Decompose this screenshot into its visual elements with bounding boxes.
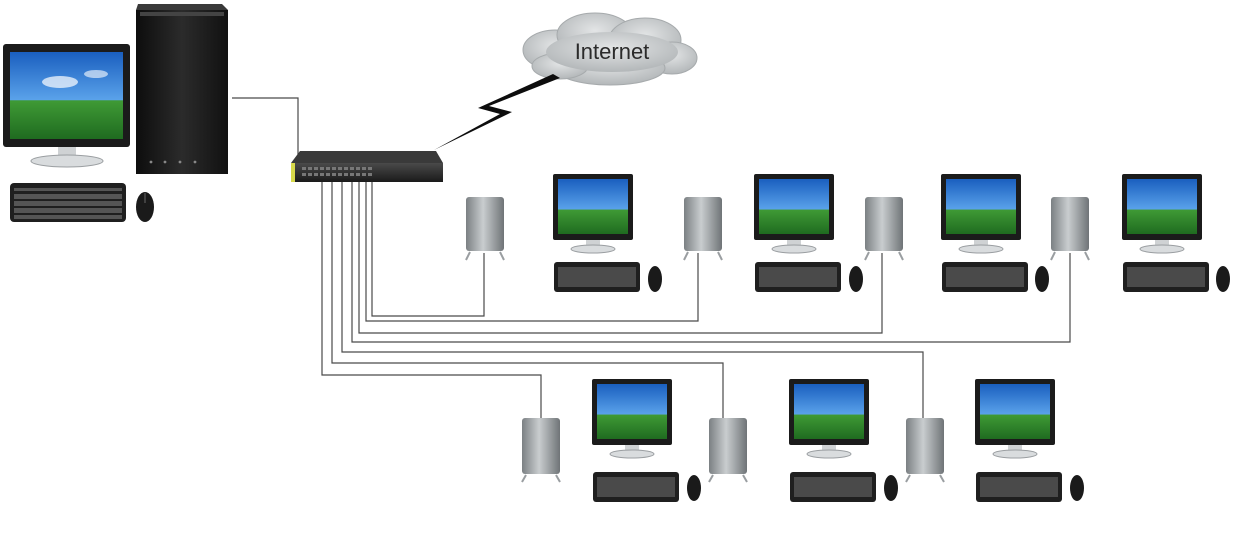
host-keyboard-icon bbox=[10, 183, 126, 222]
host-pc bbox=[3, 4, 228, 222]
keyboard-icon bbox=[976, 472, 1062, 502]
cable-bottom-1 bbox=[321, 182, 542, 418]
network-switch-icon bbox=[291, 151, 443, 182]
cable-top-2 bbox=[365, 182, 699, 322]
internet-label: Internet bbox=[575, 39, 650, 64]
keyboard-icon bbox=[1123, 262, 1209, 292]
cable-top-1 bbox=[371, 182, 485, 317]
thin-client-station-top-1 bbox=[465, 174, 662, 292]
cable-bottom-3 bbox=[341, 182, 924, 418]
host-monitor-icon bbox=[3, 44, 130, 168]
mouse-icon bbox=[1070, 475, 1084, 501]
lightning-bolt-icon bbox=[434, 74, 560, 150]
monitor-icon bbox=[941, 174, 1021, 254]
internet-cloud: Internet bbox=[522, 12, 698, 86]
keyboard-icon bbox=[554, 262, 640, 292]
keyboard-icon bbox=[755, 262, 841, 292]
thin-client-box-icon bbox=[905, 418, 945, 483]
monitor-icon bbox=[754, 174, 834, 254]
cable-top-3 bbox=[358, 182, 883, 334]
monitor-icon bbox=[553, 174, 633, 254]
keyboard-icon bbox=[593, 472, 679, 502]
thin-client-station-top-2 bbox=[683, 174, 863, 292]
host-mouse-icon bbox=[136, 192, 154, 222]
thin-client-box-icon bbox=[465, 197, 505, 261]
mouse-icon bbox=[648, 266, 662, 292]
mouse-icon bbox=[687, 475, 701, 501]
keyboard-icon bbox=[790, 472, 876, 502]
monitor-icon bbox=[975, 379, 1055, 459]
thin-client-station-bottom-3 bbox=[905, 379, 1084, 502]
cable-top-4 bbox=[351, 182, 1071, 343]
thin-client-station-top-4 bbox=[1050, 174, 1230, 292]
thin-client-box-icon bbox=[864, 197, 904, 261]
monitor-icon bbox=[1122, 174, 1202, 254]
cable-bottom-2 bbox=[331, 182, 724, 418]
keyboard-icon bbox=[942, 262, 1028, 292]
tower-pc-icon bbox=[136, 4, 228, 174]
thin-client-station-top-3 bbox=[864, 174, 1049, 292]
monitor-icon bbox=[592, 379, 672, 459]
mouse-icon bbox=[1035, 266, 1049, 292]
thin-client-station-bottom-2 bbox=[708, 379, 898, 502]
thin-client-box-icon bbox=[683, 197, 723, 261]
monitor-icon bbox=[789, 379, 869, 459]
thin-client-station-bottom-1 bbox=[521, 379, 701, 502]
thin-client-box-icon bbox=[1050, 197, 1090, 261]
cable-group bbox=[232, 97, 1071, 418]
thin-client-box-icon bbox=[708, 418, 748, 483]
mouse-icon bbox=[884, 475, 898, 501]
host-cable bbox=[232, 97, 299, 155]
thin-client-box-icon bbox=[521, 418, 561, 483]
mouse-icon bbox=[849, 266, 863, 292]
mouse-icon bbox=[1216, 266, 1230, 292]
switch-ports bbox=[302, 167, 372, 176]
